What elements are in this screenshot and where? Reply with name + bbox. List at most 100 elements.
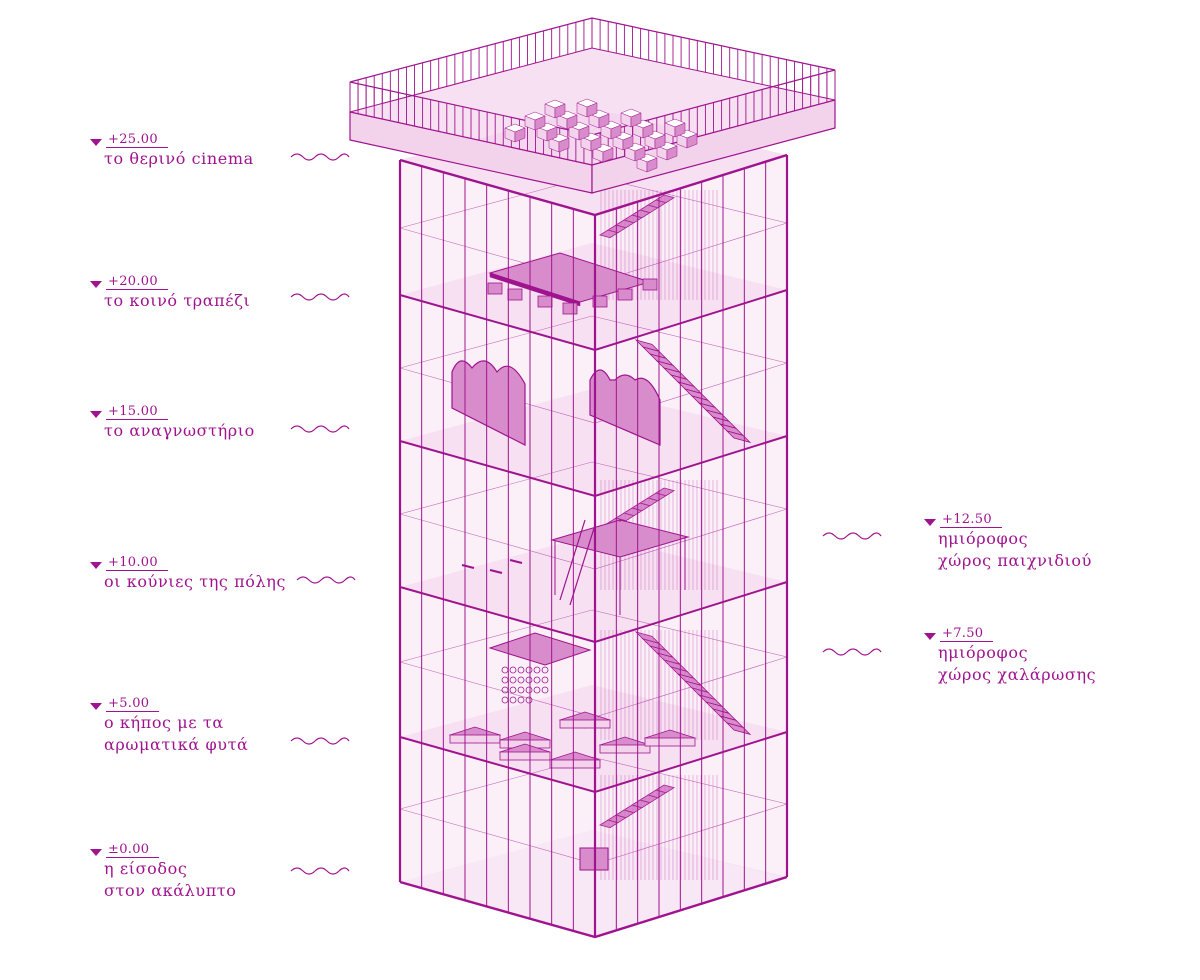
swing-seat	[509, 559, 523, 564]
wave-leader-icon	[822, 648, 882, 656]
floor-edge	[399, 581, 788, 644]
level-label-reading: +15.00 το αναγνωστήριο	[90, 400, 255, 442]
level-name-line-1: η είσοδος	[104, 859, 188, 878]
plant-leaf	[525, 666, 533, 674]
stair-screen	[600, 630, 720, 740]
planter-side	[599, 744, 651, 754]
stool	[487, 282, 503, 295]
plant-leaf	[525, 676, 533, 684]
floor-edge	[399, 289, 788, 352]
level-marker-icon	[90, 562, 102, 569]
ladder-rail	[569, 524, 596, 606]
wave-leader-icon	[290, 425, 350, 433]
planter-side	[549, 759, 601, 769]
mezzanine-line	[399, 609, 788, 663]
cinema-seat-side	[646, 157, 658, 173]
plant-leaf	[509, 666, 517, 674]
facade-mullions	[398, 153, 789, 939]
plant-leaf	[525, 696, 533, 704]
level-elevation: ±0.00	[90, 842, 160, 858]
wave-leader-icon	[290, 737, 350, 745]
level-name-line-2: αρωματικά φυτά	[104, 735, 249, 754]
cinema-seat-side	[566, 114, 578, 130]
level-elevation: +10.00	[90, 555, 168, 571]
stool	[537, 295, 553, 308]
plant-leaf	[517, 686, 525, 694]
planter-side	[499, 751, 551, 761]
planter-side	[559, 719, 611, 729]
level-elevation: +5.00	[90, 696, 160, 712]
level-name: το κοινό τραπέζι	[104, 291, 251, 310]
mezzanine-line	[399, 756, 788, 810]
play-platform	[550, 519, 690, 558]
swing-seat	[461, 564, 475, 569]
wave-leader-icon	[290, 293, 350, 301]
plant-leaf	[533, 686, 541, 694]
relax-platform	[488, 632, 592, 666]
cinema-seat-side	[514, 127, 526, 143]
level-name: το αναγνωστήριο	[104, 421, 255, 440]
plant-leaf	[541, 686, 549, 694]
stair-screen	[600, 775, 720, 880]
plant-leaf	[541, 676, 549, 684]
wave-leader-icon	[290, 153, 350, 161]
stool	[507, 288, 523, 301]
cinema-seat-side	[534, 115, 546, 131]
plant-leaf	[517, 696, 525, 704]
level-label-mezz-play: +12.50 ημιόροφος χώρος παιχνιδιού	[924, 508, 1092, 572]
cinema-seat-side	[674, 122, 686, 138]
level-marker-icon	[90, 281, 102, 288]
cinema-seat-side	[642, 123, 654, 139]
level-label-mezz-relax: +7.50 ημιόροφος χώρος χαλάρωσης	[924, 622, 1096, 686]
wave-leader-icon	[822, 532, 882, 540]
stool	[592, 295, 608, 308]
level-name: οι κούνιες της πόλης	[104, 572, 287, 591]
level-label-entrance: ±0.00 η είσοδος στον ακάλυπτο	[90, 838, 237, 902]
plant-leaf	[525, 686, 533, 694]
level-marker-icon	[924, 519, 936, 526]
floor-edge	[399, 435, 788, 498]
level-label-cinema: +25.00 το θερινό cinema	[90, 128, 254, 170]
level-elevation: +12.50	[924, 512, 1002, 528]
plant-leaf	[517, 676, 525, 684]
level-marker-icon	[924, 633, 936, 640]
ladder-rail	[559, 519, 586, 601]
level-label-table: +20.00 το κοινό τραπέζι	[90, 270, 250, 312]
level-name: το θερινό cinema	[104, 149, 254, 168]
plant-leaf	[509, 686, 517, 694]
cinema-seat-side	[558, 137, 570, 153]
cinema-seat-side	[602, 147, 614, 163]
plant-leaf	[509, 676, 517, 684]
plant-leaf	[509, 696, 517, 704]
level-name-line-1: ημιόροφος	[938, 529, 1029, 548]
cinema-seat-side	[586, 102, 598, 118]
stool	[562, 302, 578, 315]
planter-side	[449, 734, 501, 744]
level-name-line-2: στον ακάλυπτο	[104, 881, 237, 900]
level-marker-icon	[90, 139, 102, 146]
plant-leaf	[533, 676, 541, 684]
level-name-line-1: ημιόροφος	[938, 643, 1029, 662]
floor-slabs	[399, 108, 788, 937]
floor-edge	[399, 875, 788, 939]
level-marker-icon	[90, 411, 102, 418]
level-name-line-1: ο κήπος με τα	[104, 713, 224, 732]
level-elevation: +25.00	[90, 132, 168, 148]
level-marker-icon	[90, 703, 102, 710]
cinema-seat-side	[546, 126, 558, 142]
cinema-seat-side	[578, 125, 590, 141]
reading-wall-right	[589, 369, 661, 446]
mezzanine-line	[399, 315, 788, 369]
stool	[617, 288, 633, 301]
plant-leaf	[533, 666, 541, 674]
cinema-seat-side	[654, 134, 666, 150]
swing-seat	[489, 569, 503, 574]
level-elevation: +20.00	[90, 274, 168, 290]
mezzanine-line	[399, 461, 788, 515]
cinema-seat-side	[554, 103, 566, 119]
cinema-seat-side	[598, 113, 610, 129]
level-name-line-2: χώρος χαλάρωσης	[938, 665, 1097, 684]
wave-leader-icon	[290, 867, 350, 875]
